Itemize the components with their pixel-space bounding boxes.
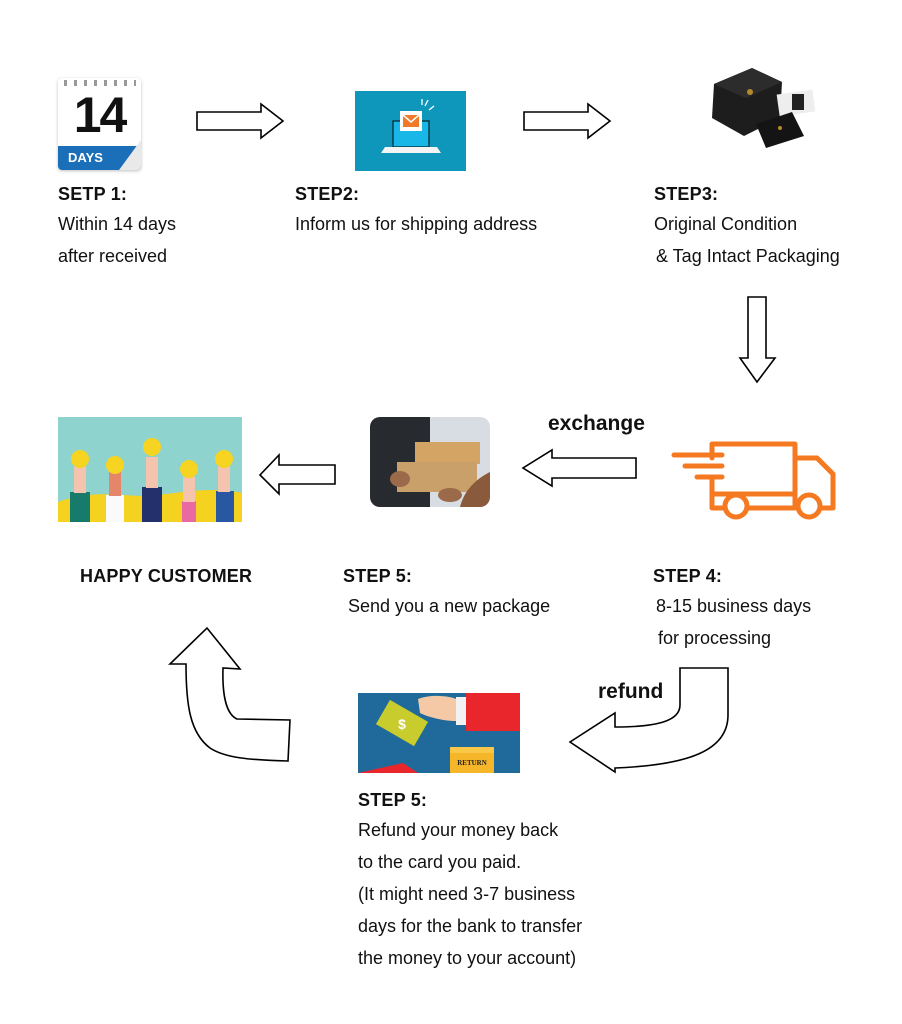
step4-line-2: for processing (658, 628, 772, 648)
step5-refund-line-2: to the card you paid. (358, 852, 522, 872)
return-box-label: RETURN (457, 759, 487, 767)
step5-refund-line-1: Refund your money back (358, 820, 559, 840)
truck-cab (792, 455, 836, 511)
laptop-base (381, 147, 441, 153)
arrow-down-step3-to-step4 (738, 296, 777, 384)
happy-customer-title: HAPPY CUSTOMER (80, 566, 253, 586)
step4-title: STEP 4: (653, 566, 723, 586)
step5-refund-title: STEP 5: (358, 790, 428, 810)
refund-money-image: $ RETURN (358, 693, 520, 773)
money-bill (375, 699, 429, 747)
step5-refund-line-4: days for the bank to transfer (358, 916, 583, 936)
sleeve-top (466, 693, 520, 731)
step2-title: STEP2: (295, 184, 360, 204)
arrow-curved-refund (568, 667, 729, 774)
step3-line-2: & Tag Intact Packaging (656, 246, 840, 266)
step1-line-2: after received (58, 246, 168, 266)
money-symbol: $ (398, 716, 406, 732)
laptop-email-graphic (381, 99, 441, 153)
package-handover-image (370, 417, 490, 507)
arrow-right-step2-to-step3 (523, 102, 612, 140)
step1-title: SETP 1: (58, 184, 128, 204)
box-bottom (397, 462, 477, 492)
step1-line-1: Within 14 days (58, 214, 177, 234)
step5-exchange-line-1: Send you a new package (348, 596, 551, 616)
truck-cargo (709, 441, 798, 511)
arrow-left-exchange (521, 448, 637, 488)
step5-refund-line-3: (It might need 3-7 business (358, 884, 576, 904)
step2-line-1: Inform us for shipping address (295, 214, 538, 234)
step4-line-1: 8-15 business days (656, 596, 812, 616)
box-top (415, 442, 480, 464)
happy-customers-image (58, 417, 242, 522)
step3-title: STEP3: (654, 184, 719, 204)
truck-wheel-front (795, 492, 823, 520)
arrow-right-step1-to-step2 (196, 102, 285, 140)
calendar-days-label: DAYS (68, 150, 103, 165)
step5-exchange-title: STEP 5: (343, 566, 413, 586)
calendar-page-curl (119, 140, 141, 170)
step5-refund-line-5: the money to your account) (358, 948, 577, 968)
calendar-number: 14 (73, 87, 128, 143)
step2-laptop-email-icon (355, 91, 466, 171)
exchange-label: exchange (548, 412, 645, 435)
arrow-curved-up-to-happy-customer (168, 626, 291, 762)
truck-wheel-rear (722, 492, 750, 520)
step3-line-1: Original Condition (654, 214, 798, 234)
star-icons (71, 438, 233, 478)
envelope-flap (402, 114, 420, 123)
step1-calendar-icon: 14 DAYS (58, 78, 141, 170)
calendar-rings (64, 80, 136, 86)
step3-watch-box-image (700, 62, 820, 152)
refund-label: refund (598, 680, 664, 703)
arrow-left-to-happy-customer (258, 452, 336, 496)
